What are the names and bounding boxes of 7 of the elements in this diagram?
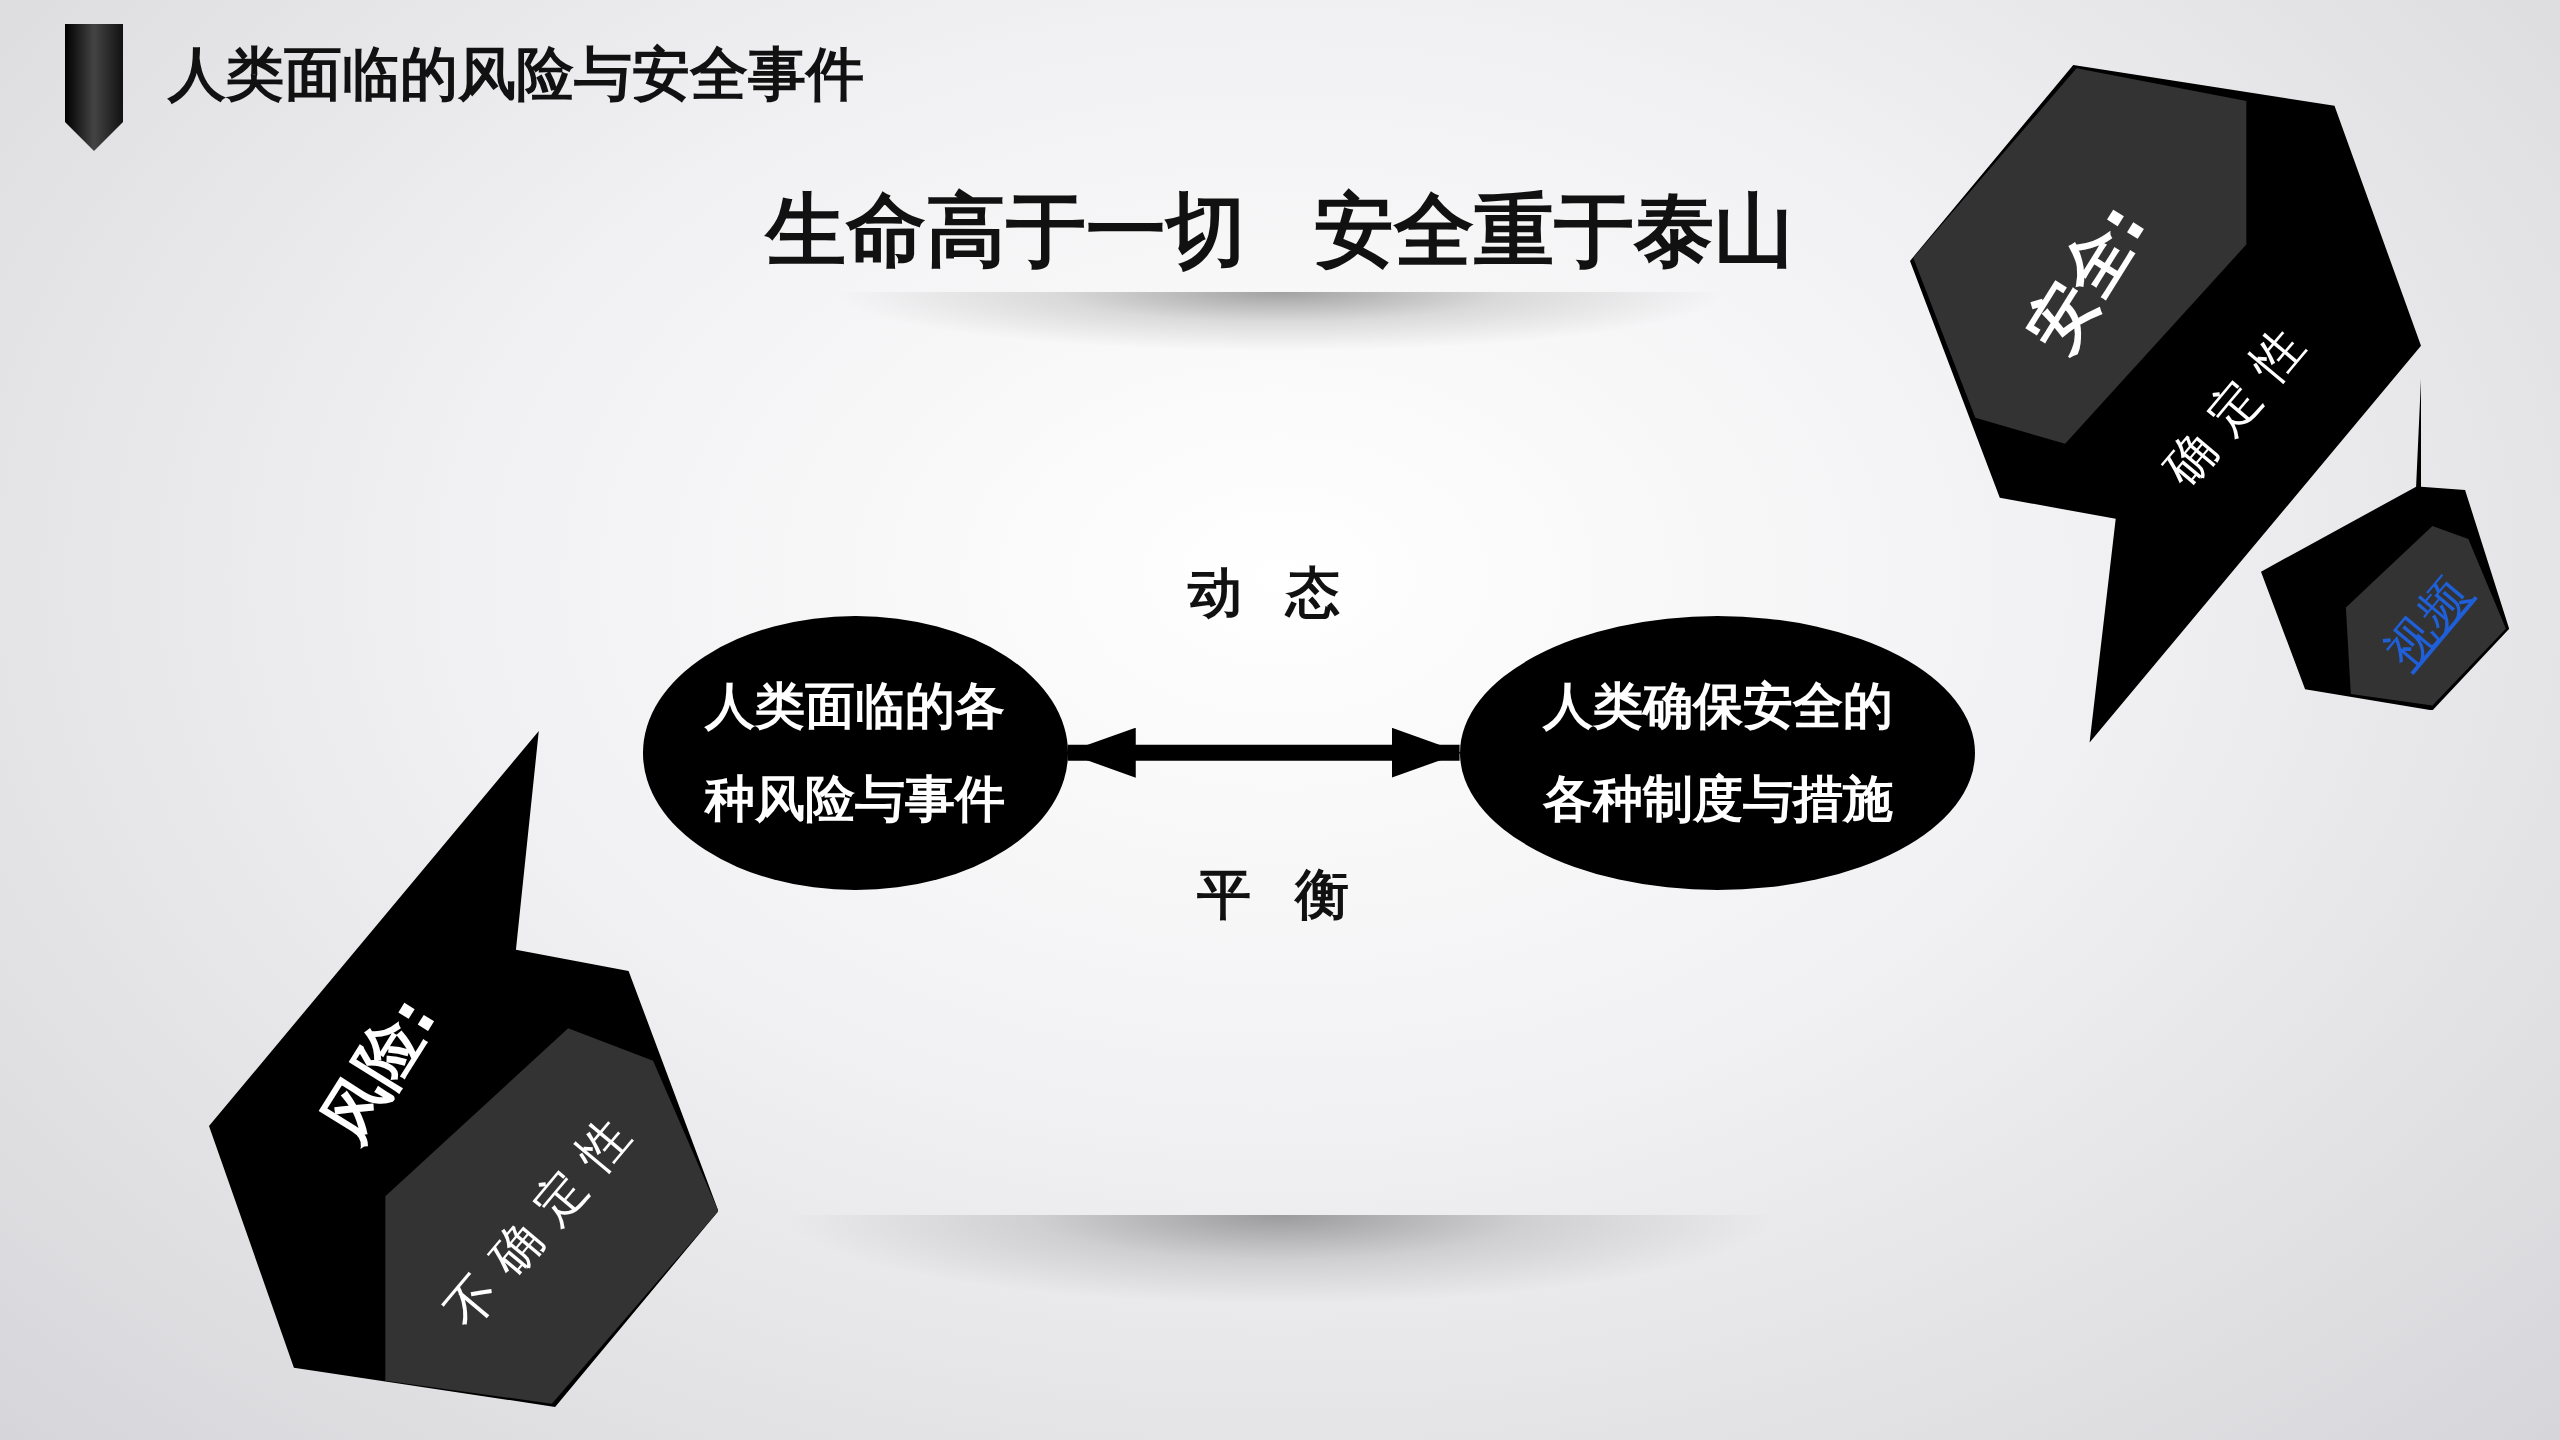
node-text: 人类确保安全的各种制度与措施	[1541, 676, 1894, 830]
video-link: 视频	[2372, 564, 2482, 680]
edge-label: 动态	[1186, 559, 1384, 626]
title-text: 人类面临的风险与安全事件	[168, 39, 864, 110]
heading-text: 生命高于一切 安全重于泰山	[766, 183, 1794, 279]
node-text: 人类面临的各种风险与事件	[703, 676, 1007, 830]
label-text: 平衡	[1196, 861, 1394, 928]
